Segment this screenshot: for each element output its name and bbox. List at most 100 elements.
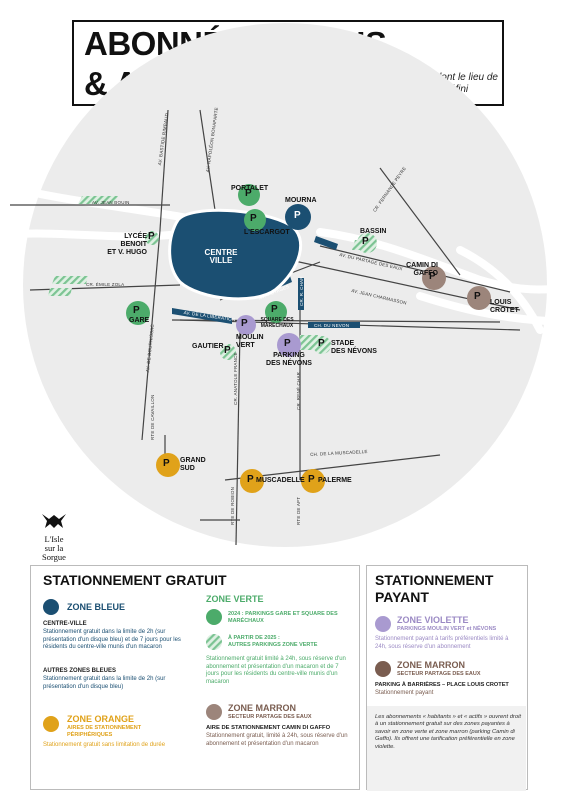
legend-payant: STATIONNEMENT PAYANT ZONE VIOLETTE PARKI… <box>366 565 528 791</box>
parking-stade-p: P <box>318 338 325 349</box>
parking-crotet-label-line1: LOUIS <box>490 299 512 306</box>
map-background-circle <box>23 23 547 547</box>
parking-stade-label-line2: DES NÉVONS <box>331 348 377 355</box>
parking-moulin-label-line1: MOULIN <box>236 334 264 341</box>
street-char: CR. R. CHAR <box>299 276 304 306</box>
parking-palerme-marker[interactable] <box>301 469 325 493</box>
street-rene-char: CR. RENÉ CHAR <box>296 371 301 410</box>
parking-markers <box>126 184 491 493</box>
parking-moulin-label: MOULIN VERT <box>236 334 264 350</box>
parking-palerme-p: P <box>308 474 315 485</box>
town-crest-icon <box>42 514 66 528</box>
parking-bassin-marker[interactable] <box>357 233 377 253</box>
parking-muscadelle-p: P <box>247 474 254 485</box>
zone-bleue-centre-text: Stationnement gratuit dans la limite de … <box>43 629 181 650</box>
parking-moulin-marker[interactable] <box>236 315 256 335</box>
zone-violette-dot <box>375 616 391 632</box>
zone-marron-name: ZONE MARRON <box>228 703 296 713</box>
parking-grand-sud-label-line1: GRAND <box>180 457 206 464</box>
parking-moulin-label-line2: VERT <box>236 342 255 349</box>
zone-bleue-centre-head: CENTRE-VILLE <box>43 621 87 627</box>
parking-square-marker[interactable] <box>265 301 287 323</box>
parking-gare-label: GARE <box>129 317 150 324</box>
centre-ville-label: CENTRE VILLE <box>204 248 238 265</box>
town-name-line1: L'Isle <box>44 534 64 544</box>
parking-mourna-p: P <box>294 210 301 221</box>
parking-muscadelle-marker[interactable] <box>240 469 264 493</box>
parking-portalet-marker[interactable] <box>238 184 260 206</box>
parking-mourna-marker[interactable] <box>285 204 311 230</box>
street-anatole: CR. ANATOLE FRANCE <box>233 352 238 405</box>
parking-escargot-label: L'ESCARGOT <box>244 229 290 236</box>
parking-gaffo-label: CAMIN DI GAFFO <box>398 262 438 278</box>
parking-bassin-label: BASSIN <box>360 228 387 235</box>
parking-gautier-marker[interactable] <box>220 344 236 360</box>
zone-marron-payant-text: Stationnement payant <box>375 690 434 696</box>
parking-grand-sud-marker[interactable] <box>156 453 180 477</box>
zone-marron-sub: SECTEUR PARTAGE DES EAUX <box>228 714 312 720</box>
parking-stade-label-line1: STADE <box>331 340 355 347</box>
street-cavaillon: RTE DE CAVAILLON <box>150 394 155 440</box>
zone-verte-item2-line2: AUTRES PARKINGS ZONE VERTE <box>228 642 318 648</box>
parking-nevons-label: PARKING DES NÉVONS <box>264 352 314 368</box>
zone-marron-head: AIRE DE STATIONNEMENT CAMIN DI GAFFO <box>206 725 331 731</box>
parking-grand-sud-label-line2: SUD <box>180 465 195 472</box>
parking-nevons-label-line1: PARKING <box>273 352 305 359</box>
legend-gratuit-title: STATIONNEMENT GRATUIT <box>43 572 227 588</box>
parking-escargot-marker[interactable] <box>244 209 266 231</box>
street-jean-bouin: AV. JEAN BOUIN <box>92 200 130 205</box>
zone-marron-payant-name: ZONE MARRON <box>397 660 465 670</box>
parking-escargot-p: P <box>250 213 257 224</box>
zone-violette-text: Stationnement payant à tarifs préférenti… <box>375 636 509 650</box>
parking-crotet-label-line2: CROTET <box>490 307 519 314</box>
parking-muscadelle-label: MUSCADELLE <box>256 477 305 484</box>
zone-verte-hatch-dot <box>206 634 222 650</box>
zone-verte-dot <box>206 609 222 625</box>
zone-violette-sub: PARKINGS MOULIN VERT et NÉVONS <box>397 626 497 632</box>
parking-mourna-label: MOURNA <box>285 197 317 204</box>
parking-gaffo-marker[interactable] <box>422 266 446 290</box>
street-apt: RTE DE APT <box>296 496 301 525</box>
centre-ville-zone <box>168 208 303 301</box>
parking-square-label-line1: SQUARE DES <box>260 317 294 323</box>
street-nevon: CH. DU NEVON <box>314 323 350 328</box>
zone-orange-text: Stationnement gratuit sans limitation de… <box>43 742 166 748</box>
parking-crotet-marker[interactable] <box>467 286 491 310</box>
parking-portalet-p: P <box>245 188 252 199</box>
zone-orange-sub1: AIRES DE STATIONNEMENT <box>67 725 142 731</box>
parking-moulin-p: P <box>241 318 248 329</box>
parking-grand-sud-p: P <box>163 458 170 469</box>
zone-verte-item2-line1: À PARTIR DE 2025 : <box>228 635 280 641</box>
zone-marron-payant-head: PARKING À BARRIÈRES – PLACE LOUIS CROTET <box>375 682 509 688</box>
zone-marron-dot <box>206 704 222 720</box>
legend-payant-title-line1: STATIONNEMENT <box>375 572 494 588</box>
zone-bleue-dot <box>43 599 59 615</box>
parking-gare-marker[interactable] <box>126 301 150 325</box>
town-name-line2: sur la <box>44 543 64 553</box>
zone-bleue-name: ZONE BLEUE <box>67 602 126 612</box>
legend-note-text: Les abonnements « habitants » et « actif… <box>375 714 521 750</box>
parking-gautier-label: GAUTIER <box>192 343 224 350</box>
zone-orange-sub2: PÉRIPHÉRIQUES <box>67 732 113 738</box>
parking-lycee-label-line2: ET V. HUGO <box>107 249 147 256</box>
legend-note-box <box>367 706 526 791</box>
parking-gaffo-label-line1: CAMIN DI <box>406 262 438 269</box>
parking-palerme-label: PALERME <box>318 477 352 484</box>
zone-orange-name: ZONE ORANGE <box>67 714 135 724</box>
legend-gratuit: STATIONNEMENT GRATUIT ZONE BLEUE CENTRE-… <box>30 565 360 790</box>
parking-square-p: P <box>271 304 278 315</box>
zone-verte-text: Stationnement gratuit limité à 24h, sous… <box>206 656 346 685</box>
zone-verte-hatch-icon <box>206 634 222 650</box>
parking-lycee-p: P <box>148 231 155 242</box>
parking-square-label: SQUARE DES MARÉCHAUX <box>259 317 295 329</box>
town-logo: L'Isle sur la Sorgue <box>30 512 78 562</box>
parking-grand-sud-label: GRAND SUD <box>180 457 206 473</box>
parking-square-label-line2: MARÉCHAUX <box>260 322 294 329</box>
town-name-line3: Sorgue <box>42 552 66 562</box>
parking-nevons-marker[interactable] <box>277 333 301 357</box>
parking-gaffo-label-line2: GAFFO <box>413 270 439 277</box>
parking-crotet-p: P <box>474 291 481 302</box>
map-canvas <box>10 23 547 547</box>
parking-lycee-marker[interactable] <box>145 231 159 245</box>
parking-stade-marker[interactable] <box>313 336 331 354</box>
